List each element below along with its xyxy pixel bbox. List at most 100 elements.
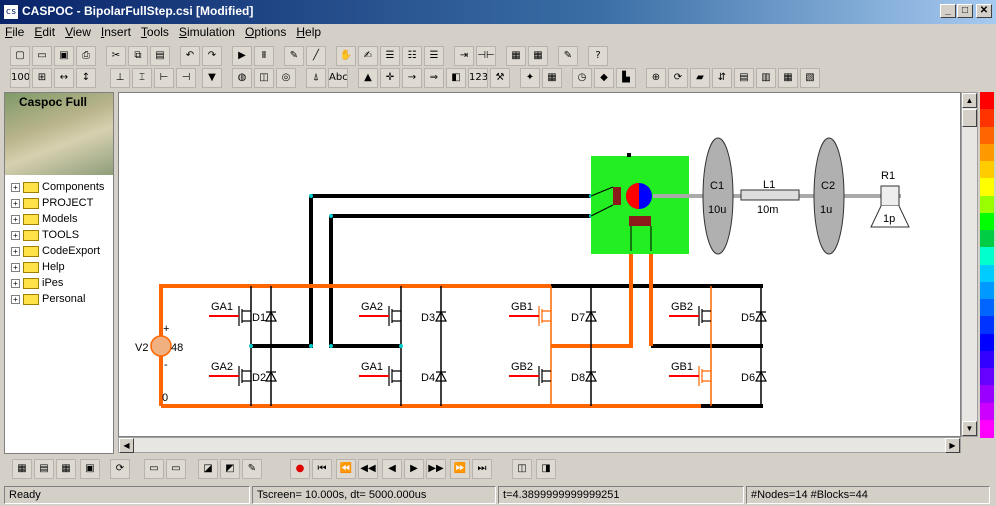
fit-icon[interactable]: ⊞ — [32, 68, 52, 88]
tree-item-tools[interactable]: +TOOLS — [11, 229, 79, 245]
draw-icon[interactable]: ✍ — [358, 46, 378, 66]
table3-icon[interactable]: ▦ — [778, 68, 798, 88]
component-icon[interactable]: ▦ — [506, 46, 526, 66]
close-button[interactable]: ✕ — [976, 4, 992, 18]
color-swatch[interactable] — [980, 161, 994, 180]
horizontal-scrollbar[interactable]: ◀ ▶ — [118, 437, 961, 453]
photo-icon[interactable]: ◩ — [220, 459, 240, 479]
color-swatch[interactable] — [980, 92, 994, 111]
menu-tools[interactable]: Tools — [140, 25, 169, 39]
schematic-canvas[interactable]: C1 10u L1 10m C2 1u R1 1p V2 48 + - 0 GA… — [118, 92, 961, 437]
save-icon[interactable]: ▣ — [54, 46, 74, 66]
color-swatch[interactable] — [980, 419, 994, 438]
scroll-right-button[interactable]: ▶ — [945, 438, 960, 453]
open-folder-icon[interactable]: ▭ — [32, 46, 52, 66]
analysis-icon[interactable]: ▲ — [358, 68, 378, 88]
color-swatch[interactable] — [980, 350, 994, 369]
line-icon[interactable]: ╱ — [306, 46, 326, 66]
ground-icon[interactable]: ⊣ — [176, 68, 196, 88]
play-icon[interactable]: ▶ — [232, 46, 252, 66]
list2-icon[interactable]: ☷ — [402, 46, 422, 66]
vertical-scroll-thumb[interactable] — [962, 109, 977, 127]
pause-icon[interactable]: Ⅱ — [254, 46, 274, 66]
capacitor-icon[interactable]: ⊣⊢ — [476, 46, 496, 66]
print-icon[interactable]: ⎙ — [76, 46, 96, 66]
color-swatch[interactable] — [980, 195, 994, 214]
globe-icon[interactable]: ◍ — [232, 68, 252, 88]
scroll-down-button[interactable]: ▼ — [962, 421, 977, 436]
color-swatch[interactable] — [980, 109, 994, 128]
menu-edit[interactable]: Edit — [34, 25, 56, 39]
node-icon[interactable]: ⊢ — [154, 68, 174, 88]
paste-icon[interactable]: ▤ — [150, 46, 170, 66]
list3-icon[interactable]: ☰ — [424, 46, 444, 66]
expand-icon[interactable]: + — [11, 214, 20, 224]
new-file-icon[interactable]: ▢ — [10, 46, 30, 66]
menu-simulation[interactable]: Simulation — [178, 25, 235, 39]
tree-item-ipes[interactable]: +iPes — [11, 277, 63, 293]
vertical-scrollbar[interactable]: ▲ ▼ — [961, 92, 978, 437]
arrow2-icon[interactable]: ⇒ — [424, 68, 444, 88]
wire-icon[interactable]: ⊥ — [110, 68, 130, 88]
clock-icon[interactable]: ◷ — [572, 68, 592, 88]
forward-icon[interactable]: ▶▶ — [426, 459, 446, 479]
color-swatch[interactable] — [980, 178, 994, 197]
copy-icon[interactable]: ⧉ — [128, 46, 148, 66]
zoom-100-icon[interactable]: 100% — [10, 68, 30, 88]
car-icon[interactable]: ▰ — [690, 68, 710, 88]
menu-insert[interactable]: Insert — [100, 25, 131, 39]
stack-icon[interactable]: ◨ — [536, 459, 556, 479]
arrow-right-icon[interactable]: ⇥ — [454, 46, 474, 66]
component2-icon[interactable]: ▦ — [528, 46, 548, 66]
undo-icon[interactable]: ↶ — [180, 46, 200, 66]
rotate-icon[interactable]: ⟳ — [668, 68, 688, 88]
record-icon[interactable]: ● — [290, 459, 310, 479]
resistor-icon[interactable]: ⌶ — [132, 68, 152, 88]
menu-view[interactable]: View — [65, 25, 91, 39]
expand-icon[interactable]: + — [11, 262, 20, 272]
library-icon[interactable]: ◫ — [254, 68, 274, 88]
forward-fast-icon[interactable]: ⏩ — [450, 459, 470, 479]
shade-icon[interactable]: ▙ — [616, 68, 636, 88]
step-back-icon[interactable]: ◀ — [382, 459, 402, 479]
meter-icon[interactable]: ◧ — [446, 68, 466, 88]
select-icon[interactable]: ⊕ — [646, 68, 666, 88]
block-icon[interactable]: ◎ — [276, 68, 296, 88]
filter-icon[interactable]: ▼ — [202, 68, 222, 88]
tree-item-codeexport[interactable]: +CodeExport — [11, 245, 100, 261]
color-swatch[interactable] — [980, 247, 994, 266]
point-icon[interactable]: ✦ — [520, 68, 540, 88]
chart-icon[interactable]: ▦ — [12, 459, 32, 479]
table2-icon[interactable]: ▥ — [756, 68, 776, 88]
expand-icon[interactable]: + — [11, 182, 20, 192]
cross-icon[interactable]: ✛ — [380, 68, 400, 88]
tree-item-personal[interactable]: +Personal — [11, 293, 85, 309]
refresh-icon[interactable]: ⟳ — [110, 459, 130, 479]
color-swatch[interactable] — [980, 316, 994, 335]
fill-icon[interactable]: ◆ — [594, 68, 614, 88]
tree-item-help[interactable]: +Help — [11, 261, 65, 277]
menu-file[interactable]: File — [5, 25, 25, 39]
image-icon[interactable]: ◪ — [198, 459, 218, 479]
tree-item-models[interactable]: +Models — [11, 213, 77, 229]
redo-icon[interactable]: ↷ — [202, 46, 222, 66]
expand-icon[interactable]: + — [11, 278, 20, 288]
pen-icon[interactable]: ✎ — [284, 46, 304, 66]
hand-icon[interactable]: ✋ — [336, 46, 356, 66]
color-swatch[interactable] — [980, 333, 994, 352]
chip-icon[interactable]: ▣ — [80, 459, 100, 479]
rewind-icon[interactable]: ◀◀ — [358, 459, 378, 479]
probe-icon[interactable]: ⍋ — [306, 68, 326, 88]
table-icon[interactable]: ▤ — [734, 68, 754, 88]
go-end-icon[interactable]: ⏭ — [472, 459, 492, 479]
expand-icon[interactable]: + — [11, 246, 20, 256]
menu-help[interactable]: Help — [296, 25, 322, 39]
arrow-icon[interactable]: → — [402, 68, 422, 88]
zoom-width-icon[interactable]: ↔ — [54, 68, 74, 88]
list-icon[interactable]: ☰ — [380, 46, 400, 66]
edit-block-icon[interactable]: ✎ — [558, 46, 578, 66]
color-swatch[interactable] — [980, 368, 994, 387]
color-swatch[interactable] — [980, 230, 994, 249]
zoom-height-icon[interactable]: ↕ — [76, 68, 96, 88]
cut-icon[interactable]: ✂ — [106, 46, 126, 66]
